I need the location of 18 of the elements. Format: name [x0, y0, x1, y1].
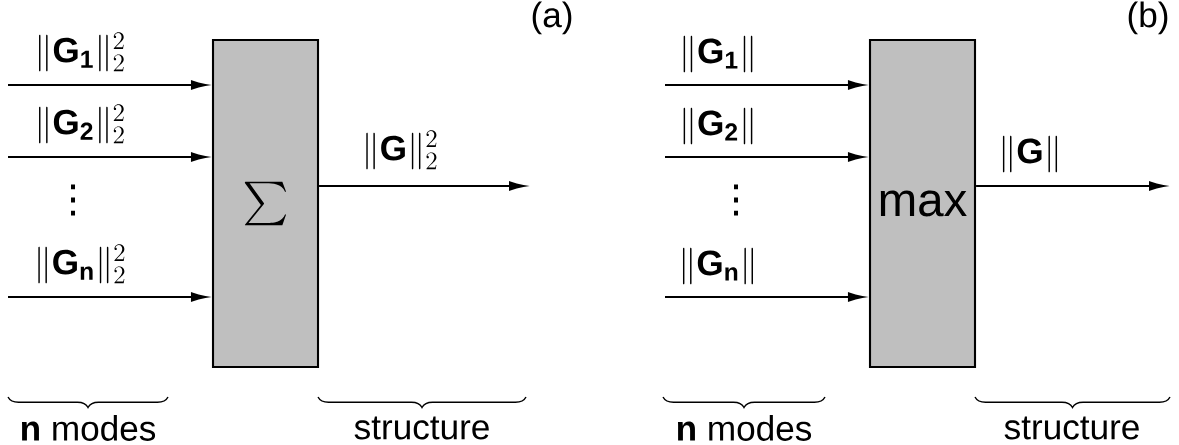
- panel-label: (a): [532, 1, 572, 35]
- ellipsis: ⋮: [71, 184, 75, 216]
- edge-label: $\|\mathbf{G}_{\mathbf{1}}\|$: [677, 34, 759, 74]
- edge-label: $\|\mathbf{G}_{\mathbf{2}}\|$: [677, 106, 759, 146]
- brace-label: n modes: [677, 415, 812, 441]
- edge-label: $\|\mathbf{G}_{\mathbf{2}}\|_2^2$: [32, 102, 128, 146]
- ellipsis: ⋮: [734, 184, 738, 216]
- edge-label: $\|\mathbf{G}_{\mathbf{1}}\|_2^2$: [32, 30, 128, 74]
- panel-label: (b): [1128, 1, 1168, 35]
- edge-label: $\|\mathbf{G}\|_2^2$: [359, 128, 441, 172]
- edge-label: $\|\mathbf{G}\|$: [996, 134, 1064, 174]
- edge-label: $\|\mathbf{G}_{\mathbf{n}}\|_2^2$: [31, 242, 129, 286]
- operator-box: $\sum$: [211, 38, 320, 369]
- edge-label: $\|\mathbf{G}_{\mathbf{n}}\|$: [676, 246, 760, 286]
- brace-label: n modes: [21, 415, 156, 441]
- brace-label: structure: [354, 416, 489, 440]
- operator-box: max: [868, 38, 977, 369]
- brace-label: structure: [1004, 416, 1139, 440]
